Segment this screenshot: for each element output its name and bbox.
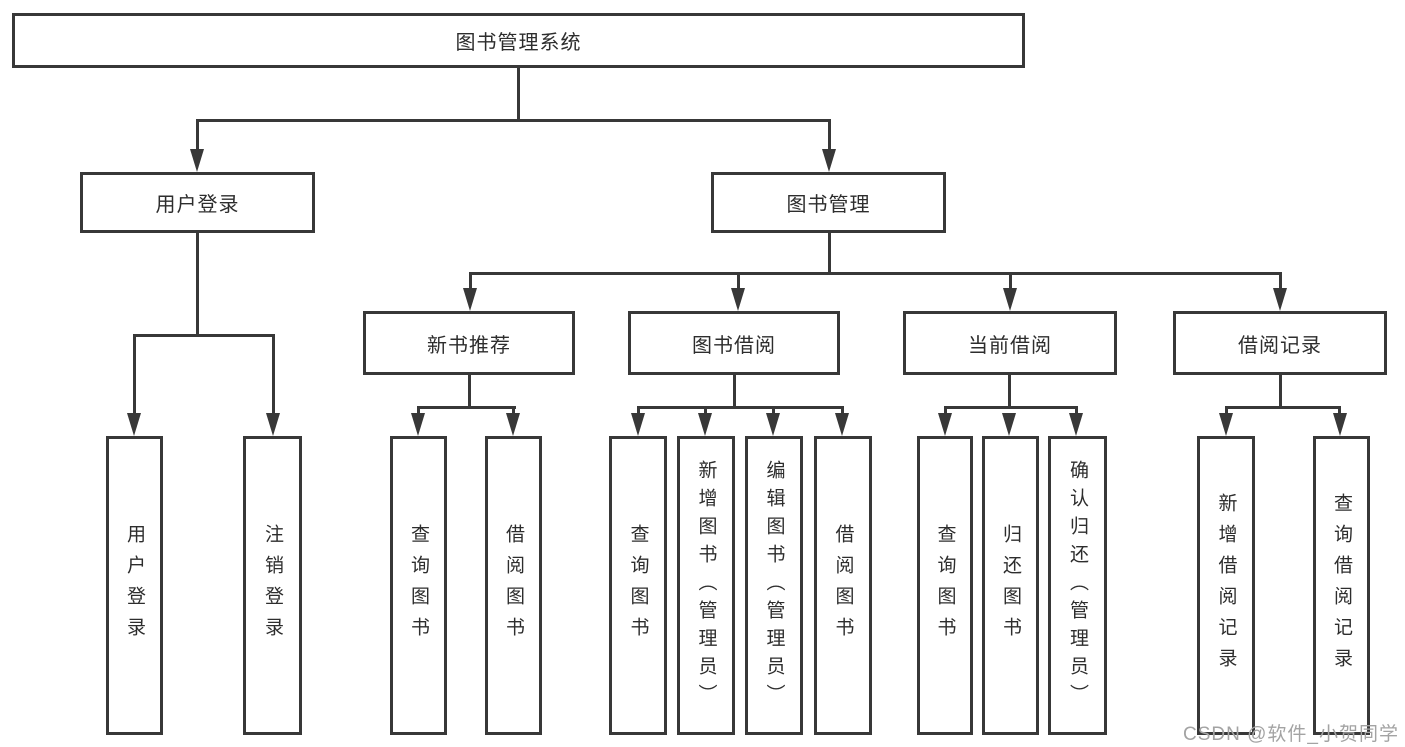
leaf-query-books-current: 查询图书 bbox=[917, 436, 973, 735]
connector bbox=[417, 406, 516, 409]
node-user-login: 用户登录 bbox=[80, 172, 315, 233]
node-new-book-recommend: 新书推荐 bbox=[363, 311, 575, 375]
connector bbox=[417, 406, 420, 417]
connector bbox=[272, 334, 275, 416]
arrow-down-icon bbox=[1219, 413, 1233, 436]
arrow-down-icon bbox=[463, 288, 477, 311]
connector bbox=[1279, 375, 1282, 409]
arrow-down-icon bbox=[766, 413, 780, 436]
connector bbox=[737, 272, 740, 290]
node-borrow-records: 借阅记录 bbox=[1173, 311, 1387, 375]
leaf-logout: 注销登录 bbox=[243, 436, 302, 735]
connector bbox=[133, 334, 136, 416]
connector bbox=[841, 406, 844, 417]
connector bbox=[196, 119, 199, 152]
connector bbox=[469, 272, 1282, 275]
connector bbox=[1075, 406, 1078, 417]
connector bbox=[733, 375, 736, 409]
leaf-borrow-books: 借阅图书 bbox=[814, 436, 872, 735]
arrow-down-icon bbox=[1273, 288, 1287, 311]
connector bbox=[1279, 272, 1282, 290]
arrow-down-icon bbox=[1333, 413, 1347, 436]
leaf-add-books-admin: 新增图书（管理员） bbox=[677, 436, 735, 735]
node-book-management: 图书管理 bbox=[711, 172, 946, 233]
connector bbox=[637, 406, 844, 409]
arrow-down-icon bbox=[1069, 413, 1083, 436]
arrow-down-icon bbox=[190, 149, 204, 172]
node-library-system: 图书管理系统 bbox=[12, 13, 1025, 68]
connector bbox=[944, 406, 947, 417]
leaf-query-books-borrow: 查询图书 bbox=[609, 436, 667, 735]
arrow-down-icon bbox=[1002, 413, 1016, 436]
leaf-confirm-return-admin: 确认归还（管理员） bbox=[1048, 436, 1107, 735]
connector bbox=[133, 334, 275, 337]
arrow-down-icon bbox=[938, 413, 952, 436]
leaf-user-login: 用户登录 bbox=[106, 436, 163, 735]
arrow-down-icon bbox=[127, 413, 141, 436]
connector bbox=[196, 233, 199, 337]
connector bbox=[1009, 272, 1012, 290]
connector bbox=[1008, 375, 1011, 409]
leaf-borrow-books-recommend: 借阅图书 bbox=[485, 436, 542, 735]
node-current-borrow: 当前借阅 bbox=[903, 311, 1117, 375]
connector bbox=[1338, 406, 1341, 417]
connector bbox=[1225, 406, 1341, 409]
arrow-down-icon bbox=[731, 288, 745, 311]
connector bbox=[512, 406, 515, 417]
arrow-down-icon bbox=[1003, 288, 1017, 311]
csdn-watermark: CSDN @软件_小贺同学 bbox=[1183, 724, 1399, 745]
arrow-down-icon bbox=[411, 413, 425, 436]
connector bbox=[468, 375, 471, 409]
leaf-query-books-recommend: 查询图书 bbox=[390, 436, 447, 735]
connector bbox=[469, 272, 472, 290]
arrow-down-icon bbox=[506, 413, 520, 436]
arrow-down-icon bbox=[266, 413, 280, 436]
connector bbox=[517, 68, 520, 122]
arrow-down-icon bbox=[835, 413, 849, 436]
arrow-down-icon bbox=[698, 413, 712, 436]
leaf-return-books: 归还图书 bbox=[982, 436, 1039, 735]
node-book-borrow: 图书借阅 bbox=[628, 311, 840, 375]
connector bbox=[944, 406, 1078, 409]
connector bbox=[637, 406, 640, 417]
arrow-down-icon bbox=[631, 413, 645, 436]
connector bbox=[196, 119, 831, 122]
arrow-down-icon bbox=[822, 149, 836, 172]
connector bbox=[704, 406, 707, 417]
connector bbox=[1225, 406, 1228, 417]
connector bbox=[828, 233, 831, 274]
leaf-edit-books-admin: 编辑图书（管理员） bbox=[745, 436, 803, 735]
connector bbox=[772, 406, 775, 417]
connector bbox=[828, 119, 831, 152]
leaf-query-borrow-record: 查询借阅记录 bbox=[1313, 436, 1370, 735]
leaf-add-borrow-record: 新增借阅记录 bbox=[1197, 436, 1255, 735]
